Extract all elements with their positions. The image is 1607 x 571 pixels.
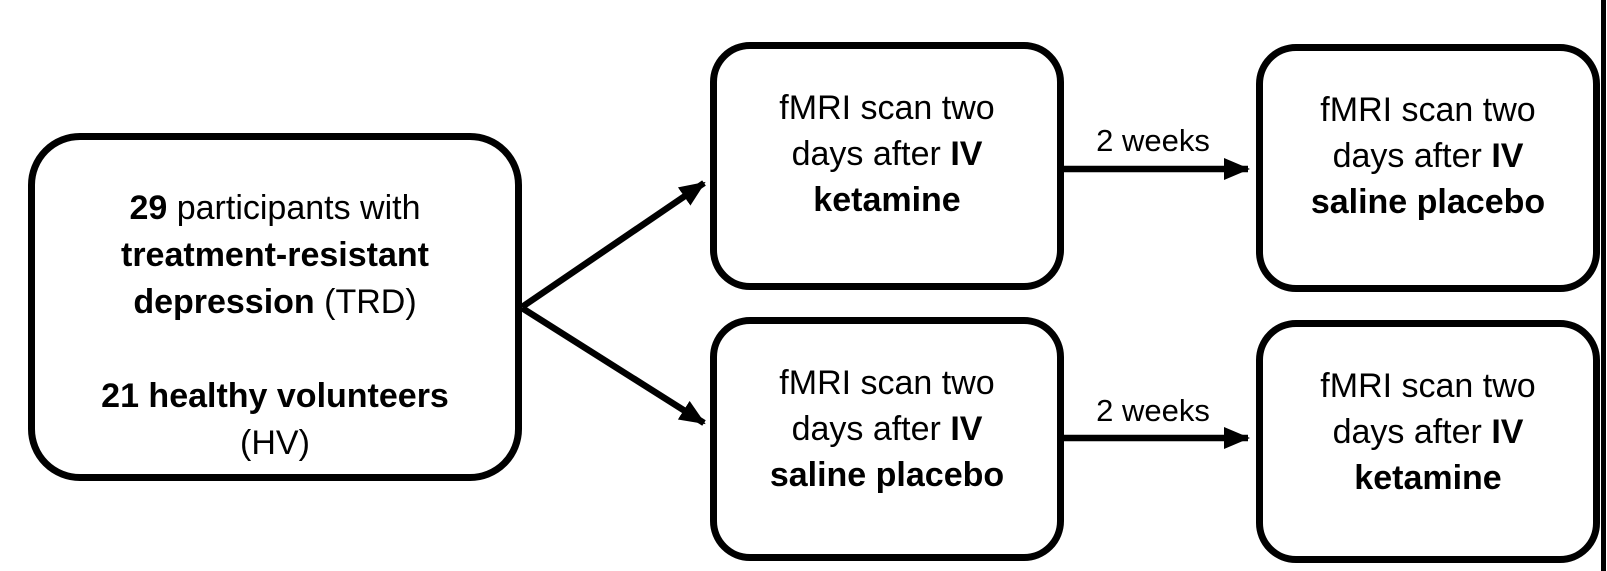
scan-box-ketamine-first-scan1: fMRI scan two days after IV ketamine [710,42,1064,290]
scan-text-line3-drug: ketamine [813,181,961,219]
scan-text-line2-regular: days after [791,135,951,173]
interval-label-bottom: 2 weeks [1096,393,1210,428]
scan-text-line1: fMRI scan two [1320,91,1536,129]
participants-line-depression: depression (TRD) [35,279,515,326]
participants-line-treatment-resistant: treatment-resistant [121,236,429,274]
scan-box-ketamine-first-scan2: fMRI scan two days after IV saline place… [1256,44,1600,292]
randomization-arrow-lower [520,305,706,426]
scan-text-line2: days after IV [1263,133,1593,179]
scan-text-line1: fMRI scan two [779,89,995,127]
trd-abbrev: (TRD) [324,283,417,321]
scan-text-line3-drug: saline placebo [1310,183,1546,221]
participants-line-healthy-volunteers: 21 healthy volunteers [101,377,449,415]
scan-text-line3-drug: saline placebo [769,456,1005,494]
blank-line [35,326,515,373]
scan-text-line2: days after IV [717,406,1057,452]
trd-count: 29 [129,189,177,227]
iv-label: IV [950,135,983,173]
scan-text-line1: fMRI scan two [1320,367,1536,405]
scan-text-line2: days after IV [1263,409,1593,455]
participants-line-count-trd: 29 participants with [35,185,515,232]
iv-label: IV [950,410,983,448]
scan-box-placebo-first-scan1: fMRI scan two days after IV saline place… [710,317,1064,561]
randomization-arrow-upper [520,180,706,310]
interval-label-top: 2 weeks [1096,123,1210,158]
iv-label: IV [1491,413,1524,451]
figure-frame-right-edge [1601,0,1606,571]
scan-box-placebo-first-scan2: fMRI scan two days after IV ketamine [1256,320,1600,563]
participants-box: 29 participants with treatment-resistant… [28,133,522,481]
scan-text-line2: days after IV [717,131,1057,177]
scan-text-line2-regular: days after [1332,137,1492,175]
scan-text-line3-drug: ketamine [1354,459,1502,497]
scan-text-line2-regular: days after [1332,413,1492,451]
iv-label: IV [1491,137,1524,175]
depression-label: depression [133,283,325,321]
scan-text-line1: fMRI scan two [779,364,995,402]
hv-abbrev: (HV) [240,424,310,462]
scan-text-line2-regular: days after [791,410,951,448]
trd-count-rest: participants with [176,189,421,227]
